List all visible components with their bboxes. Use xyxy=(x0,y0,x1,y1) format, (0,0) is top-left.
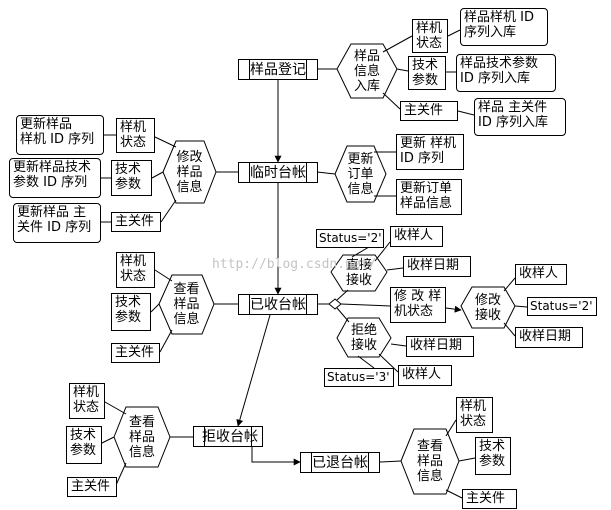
view-sample-info-left-label: 查看 样品 信息 xyxy=(173,282,200,327)
reject-receive-label: 拒绝 接收 xyxy=(350,322,377,353)
sample-status-field-rejected: 样机 状态 xyxy=(69,383,105,419)
sample-status-field-returned: 样机 状态 xyxy=(456,397,493,433)
tech-params-field-rejected: 技术 参数 xyxy=(66,426,102,464)
tech-params-field-view: 技术 参数 xyxy=(111,293,151,331)
received-ledger-box: 已收台帐 xyxy=(238,294,318,315)
hexagon-update-order-info xyxy=(334,145,387,203)
status-3-reject: Status='3' xyxy=(324,368,394,387)
sample-status-field-modify: 样机 状态 xyxy=(116,118,155,153)
receive-date-field-direct: 收样日期 xyxy=(403,256,471,277)
tech-params-field-returned: 技术 参数 xyxy=(475,437,511,475)
tech-param-id-note: 样品技术参数 ID 序列入库 xyxy=(456,54,556,92)
temp-ledger-box: 临时台帐 xyxy=(238,162,318,183)
update-order-id-note: 更新 样机 ID 序列 xyxy=(396,134,464,170)
branch-diamond xyxy=(328,298,342,310)
related-part-id-note: 样品 主关件 ID 序列入库 xyxy=(474,98,566,136)
receive-date-field-reject: 收样日期 xyxy=(406,336,474,357)
sample-status-field-storage: 样机 状态 xyxy=(412,19,448,53)
modify-sample-info-label: 修改 样品 信息 xyxy=(176,149,203,195)
hexagon-reject-receive xyxy=(336,317,392,358)
arrow-received-to-rejected xyxy=(236,314,271,427)
update-order-info-label: 更新 订单 信息 xyxy=(347,151,374,197)
update-tech-id-note: 更新样品技术 参数 ID 序列 xyxy=(9,158,101,198)
related-parts-field-storage: 主关件 xyxy=(400,101,458,121)
related-parts-field-view: 主关件 xyxy=(111,343,160,363)
hexagon-shapes xyxy=(113,43,516,495)
returned-ledger-box: 已退台帐 xyxy=(300,452,380,473)
line-temp-to-update xyxy=(316,171,336,175)
hexagon-direct-receive xyxy=(330,254,388,292)
sample-machine-id-note: 样品样机 ID 序列入库 xyxy=(460,8,548,46)
related-parts-field-modify: 主关件 xyxy=(111,212,161,232)
sample-register-box: 样品登记 xyxy=(238,59,318,80)
receiver-field-direct: 收样人 xyxy=(390,226,443,247)
receive-date-field-modify: 收样日期 xyxy=(515,327,583,348)
receiver-field-reject: 收样人 xyxy=(398,365,452,386)
modify-status-box: 修 改 样 机状态 xyxy=(390,287,446,323)
update-part-id-note: 更新样品 主 关件 ID 序列 xyxy=(13,203,101,243)
related-parts-field-rejected: 主关件 xyxy=(67,477,117,497)
related-parts-field-returned: 主关件 xyxy=(462,489,517,509)
line-returned-to-view xyxy=(379,460,402,463)
tech-params-field-modify: 技术 参数 xyxy=(111,160,152,196)
status-2-modify: Status='2' xyxy=(527,297,597,316)
modify-receive-label: 修改 接收 xyxy=(474,292,501,323)
rejected-ledger-box: 拒收台帐 xyxy=(193,426,263,447)
sample-info-storage-label: 样品 信息 入库 xyxy=(353,48,380,94)
connector-lines xyxy=(101,29,528,499)
update-machine-id-note: 更新样品 样机 ID 序列 xyxy=(16,115,104,155)
view-sample-info-rejected-label: 查看 样品 信息 xyxy=(128,414,155,460)
receiver-field-modify: 收样人 xyxy=(515,264,567,285)
sample-status-field-view: 样机 状态 xyxy=(116,252,155,288)
update-order-info-note: 更新订单 样品信息 xyxy=(396,179,462,215)
view-sample-info-returned-label: 查看 样品 信息 xyxy=(416,439,443,484)
tech-params-field-storage: 技术 参数 xyxy=(408,56,446,90)
status-2-direct: Status='2' xyxy=(316,229,384,248)
direct-receive-label: 直接 接收 xyxy=(345,258,372,288)
watermark-text: http://blog.csdn.net/ xyxy=(212,257,377,272)
